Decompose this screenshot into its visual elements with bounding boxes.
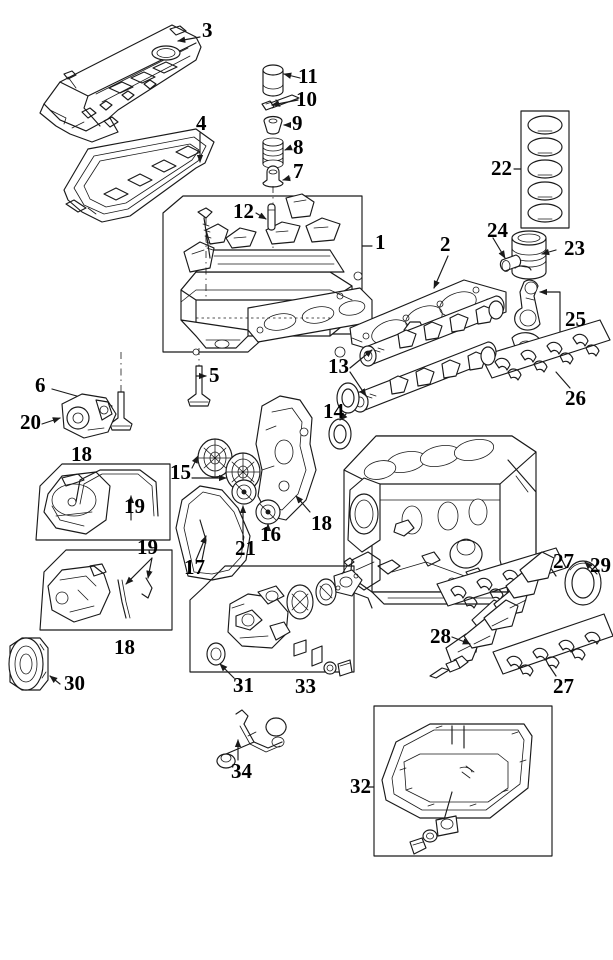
leader-28 xyxy=(451,636,471,645)
callout-23: 23 xyxy=(564,236,585,260)
leader-11 xyxy=(283,72,301,79)
callout-3: 3 xyxy=(202,18,213,42)
part-cylinder-head xyxy=(162,193,373,358)
leader-13b xyxy=(349,371,367,397)
callout-32: 32 xyxy=(350,774,371,798)
callout-13: 13 xyxy=(328,354,349,378)
part-crankshaft xyxy=(429,551,555,679)
part-valve-spring xyxy=(262,137,284,169)
callout-27-upper: 27 xyxy=(553,549,574,573)
part-rear-main-seal xyxy=(564,560,602,606)
leader-30 xyxy=(49,675,61,685)
leader-7 xyxy=(282,174,291,182)
part-camshaft-seals xyxy=(328,382,360,450)
part-valve-lifter xyxy=(262,64,284,97)
leader-15a xyxy=(191,455,199,469)
part-crankshaft-pulley xyxy=(8,637,49,691)
callout-6: 6 xyxy=(35,373,46,397)
leader-20 xyxy=(41,417,61,425)
leader-17 xyxy=(195,535,207,561)
leader-23 xyxy=(541,248,557,256)
leader-29 xyxy=(584,561,598,575)
leader-19c xyxy=(146,557,153,579)
part-exhaust-valve xyxy=(187,365,211,407)
callout-27-lower: 27 xyxy=(553,674,574,698)
leader-19b xyxy=(125,557,153,585)
callout-4: 4 xyxy=(196,111,207,135)
part-oil-pickup-tube xyxy=(216,709,287,769)
part-timing-cover-seal-upper xyxy=(75,469,159,517)
callout-18-upper: 18 xyxy=(71,442,92,466)
leader-2 xyxy=(433,255,449,289)
part-oil-pump-seal xyxy=(206,642,226,666)
callout-8: 8 xyxy=(293,135,304,159)
callout-9: 9 xyxy=(292,111,303,135)
leader-12 xyxy=(255,212,267,220)
part-timing-cover-seal-lower xyxy=(117,577,153,619)
part-head-dowel-pin xyxy=(267,203,276,231)
part-thermostat-housing xyxy=(61,393,117,439)
leader-10 xyxy=(271,99,299,107)
part-main-bearing-lower xyxy=(492,613,613,677)
callout-30: 30 xyxy=(64,671,85,695)
callout-28: 28 xyxy=(430,624,451,648)
part-valve-keeper xyxy=(261,94,300,111)
part-piston-pin xyxy=(499,254,522,272)
leader-31 xyxy=(219,663,235,679)
callout-33: 33 xyxy=(295,674,316,698)
part-valve-cover-gasket xyxy=(63,128,215,223)
part-valve-cover xyxy=(39,24,202,143)
part-timing-belt-tensioner xyxy=(231,479,257,505)
callout-1: 1 xyxy=(375,230,386,254)
part-timing-cover-lower xyxy=(39,549,173,631)
callout-10: 10 xyxy=(296,87,317,111)
part-camshaft-upper xyxy=(359,295,505,367)
leader-3 xyxy=(177,36,201,43)
part-intake-valve xyxy=(109,391,133,431)
part-rod-bearing-set xyxy=(480,319,611,381)
part-head-gasket xyxy=(349,279,507,357)
callout-5: 5 xyxy=(209,363,220,387)
callout-21: 21 xyxy=(235,536,256,560)
callout-19-lower: 19 xyxy=(137,535,158,559)
leader-13a xyxy=(349,349,373,369)
callout-12: 12 xyxy=(233,199,254,223)
leader-18c xyxy=(295,495,311,513)
callout-34: 34 xyxy=(231,759,252,783)
part-valve-stem-seal xyxy=(262,165,284,188)
part-piston-ring-set xyxy=(520,110,570,229)
callout-24: 24 xyxy=(487,218,508,242)
callout-31: 31 xyxy=(233,673,254,697)
leader-8 xyxy=(284,144,293,151)
callout-25: 25 xyxy=(565,307,586,331)
callout-7: 7 xyxy=(293,159,304,183)
leader-27b-tick xyxy=(547,663,557,677)
part-timing-cover-rear xyxy=(255,395,317,521)
callout-14: 14 xyxy=(323,399,344,423)
callout-11: 11 xyxy=(298,64,318,88)
part-timing-cover-upper xyxy=(35,463,171,541)
leader-14 xyxy=(339,412,348,421)
part-spring-retainer xyxy=(263,115,283,135)
leader-24 xyxy=(492,237,506,259)
callout-16: 16 xyxy=(260,522,281,546)
callout-26: 26 xyxy=(565,386,586,410)
part-oil-pump-assembly xyxy=(189,557,363,677)
leader-25a xyxy=(539,288,561,321)
callout-22: 22 xyxy=(491,156,512,180)
part-oil-pan xyxy=(373,705,553,857)
callout-17: 17 xyxy=(184,555,205,579)
callout-19-upper: 19 xyxy=(124,494,145,518)
callout-18-rear: 18 xyxy=(311,511,332,535)
callout-18-lower: 18 xyxy=(114,635,135,659)
part-timing-belt-idler xyxy=(255,499,281,525)
callout-20: 20 xyxy=(20,410,41,434)
callout-2: 2 xyxy=(440,232,451,256)
callout-15: 15 xyxy=(170,460,191,484)
part-head-bolt xyxy=(197,207,214,259)
callout-29: 29 xyxy=(590,553,611,577)
leader-26-tick xyxy=(555,371,571,389)
